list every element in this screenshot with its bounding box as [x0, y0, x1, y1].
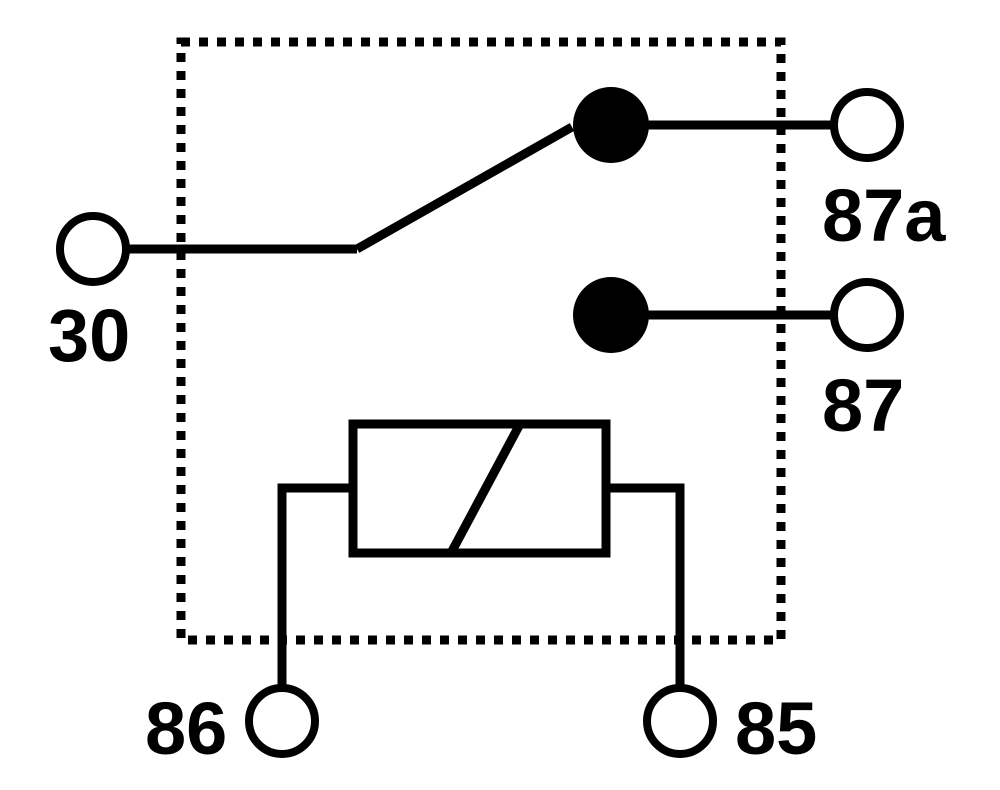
- terminal-86-pin: [245, 684, 319, 758]
- label-terminal-85: 85: [735, 687, 817, 770]
- relay-housing-dotted-border: [176, 37, 786, 645]
- terminal-85-pin: [643, 684, 717, 758]
- label-terminal-86: 86: [145, 687, 227, 770]
- label-terminal-87: 87: [822, 364, 904, 447]
- switch-arm: [354, 123, 575, 253]
- wire-terminal-85: [606, 483, 685, 688]
- terminal-87-pin: [830, 278, 904, 352]
- coil-box: [348, 419, 611, 558]
- coil-diagonal: [447, 421, 524, 556]
- terminal-87a-pin: [830, 88, 904, 162]
- terminal-30-pin: [56, 212, 130, 286]
- label-terminal-30: 30: [48, 294, 130, 377]
- label-terminal-87a: 87a: [822, 174, 946, 257]
- wire-terminal-86: [277, 483, 353, 688]
